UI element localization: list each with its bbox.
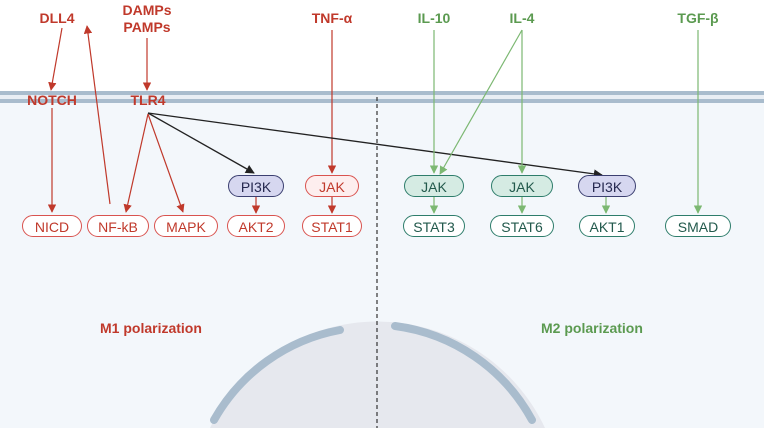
tlr4-pi3k-arrows — [147, 112, 603, 179]
nucleus — [210, 321, 545, 428]
m1-arrows — [47, 25, 337, 214]
smad-node: SMAD — [665, 215, 731, 237]
jak-il4-node: JAK — [491, 175, 553, 197]
pamps-label: PAMPs — [123, 19, 171, 35]
il10-label: IL-10 — [417, 10, 451, 26]
tlr4-receptor-label: TLR4 — [130, 92, 166, 108]
stat1-node: STAT1 — [302, 215, 362, 237]
akt1-node: AKT1 — [579, 215, 635, 237]
notch-receptor-label: NOTCH — [27, 92, 77, 108]
pi3k-m2-node: PI3K — [578, 175, 636, 197]
tgf-beta-label: TGF-β — [677, 10, 719, 26]
nicd-node: NICD — [22, 215, 82, 237]
stat3-node: STAT3 — [403, 215, 465, 237]
mapk-node: MAPK — [154, 215, 218, 237]
jak-m1-node: JAK — [305, 175, 359, 197]
dll4-label: DLL4 — [39, 10, 75, 26]
pi3k-m1-node: PI3K — [228, 175, 284, 197]
m2-polarization-title: M2 polarization — [541, 320, 643, 336]
cell-membrane — [0, 91, 764, 103]
il4-label: IL-4 — [509, 10, 535, 26]
damps-label: DAMPs — [122, 2, 172, 18]
stat6-node: STAT6 — [490, 215, 554, 237]
m1-polarization-title: M1 polarization — [100, 320, 202, 336]
nfkb-node: NF-kB — [87, 215, 149, 237]
jak-il10-node: JAK — [404, 175, 464, 197]
akt2-node: AKT2 — [227, 215, 285, 237]
tnf-alpha-label: TNF-α — [311, 10, 353, 26]
m2-arrows — [429, 29, 703, 214]
